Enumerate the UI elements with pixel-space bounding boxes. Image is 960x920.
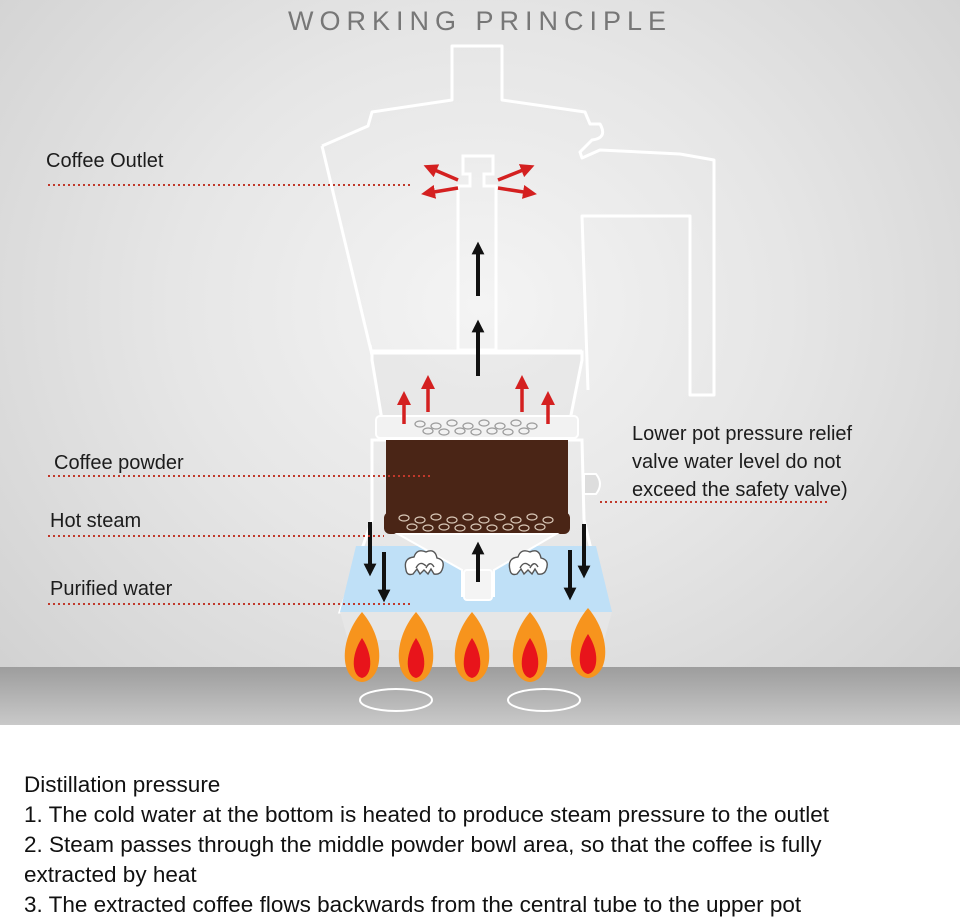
label-relief-valve: Lower pot pressure relief valve water le… xyxy=(632,420,852,504)
steam-puff-right xyxy=(508,550,548,576)
diagram-title: WORKING PRINCIPLE xyxy=(287,6,673,36)
filter-holes xyxy=(414,419,538,436)
filter-plate xyxy=(375,415,579,439)
flame-3 xyxy=(454,612,490,682)
basket-sieve xyxy=(384,512,570,534)
flame-4 xyxy=(512,612,548,682)
relief-valve-line-2: valve water level do not xyxy=(632,451,842,473)
coffee-powder-basket xyxy=(386,440,568,522)
flame-1 xyxy=(344,612,380,682)
description-step-1: 1. The cold water at the bottom is heate… xyxy=(24,802,830,827)
leader-lines xyxy=(48,184,828,605)
upper-pot xyxy=(320,44,716,397)
label-coffee-powder: Coffee powder xyxy=(54,452,184,474)
flames xyxy=(344,608,606,682)
relief-valve-line-3: exceed the safety valve) xyxy=(632,479,848,501)
description-block: Distillation pressure 1. The cold water … xyxy=(24,770,954,920)
description-step-2: 2. Steam passes through the middle powde… xyxy=(24,832,822,857)
sieve-holes xyxy=(398,513,554,532)
label-hot-steam: Hot steam xyxy=(50,510,142,532)
label-coffee-outlet: Coffee Outlet xyxy=(46,150,164,172)
flow-arrows-red xyxy=(397,164,555,424)
moka-pot-diagram xyxy=(0,44,960,725)
flame-5 xyxy=(570,608,606,678)
outlet-arrow-right-up xyxy=(497,164,535,182)
flow-arrows-black xyxy=(363,241,591,603)
outlet-arrow-right-down xyxy=(497,185,537,199)
burner-ring-right xyxy=(507,688,581,712)
label-purified-water: Purified water xyxy=(50,578,173,600)
flame-2 xyxy=(398,612,434,682)
relief-valve-line-1: Lower pot pressure relief xyxy=(632,423,853,445)
outlet-arrow-left-up xyxy=(423,164,459,182)
diagram-panel: WORKING PRINCIPLE Coffee Outlet Coffee p… xyxy=(0,0,960,725)
outlet-arrow-left-down xyxy=(421,184,459,199)
description-step-3: 3. The extracted coffee flows backwards … xyxy=(24,892,802,917)
description-heading: Distillation pressure xyxy=(24,772,221,797)
safety-valve xyxy=(583,473,601,495)
description-step-2-cont: extracted by heat xyxy=(24,862,197,887)
steam-puff-left xyxy=(404,550,444,576)
burner-ring-left xyxy=(359,688,433,712)
